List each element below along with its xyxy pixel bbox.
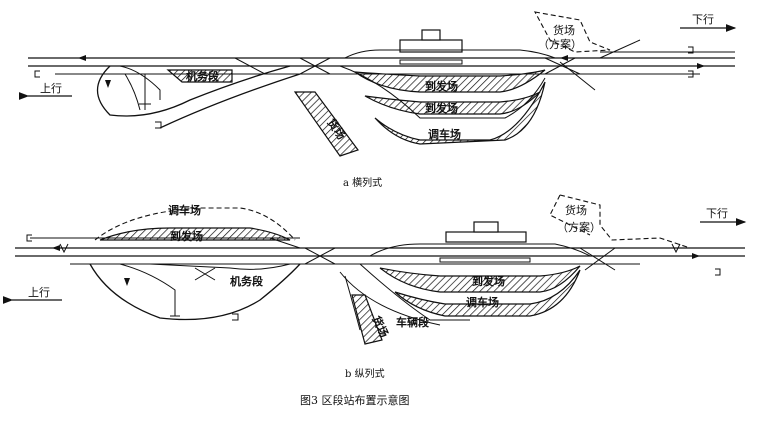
freight-yard-plan-a — [533, 11, 611, 53]
caption-a: a 横列式 — [343, 176, 382, 189]
label-freight-plan-a: 货场 — [553, 23, 575, 37]
freight-yard-plan-b — [549, 194, 691, 249]
freight-yard-a — [293, 91, 359, 157]
label-arrival-1-a: 到发场 — [425, 79, 458, 93]
label-marshalling-planned-b: 调车场 — [168, 203, 201, 217]
crossovers-a — [234, 39, 641, 91]
label-up-a: 上行 — [40, 82, 62, 95]
main-tracks-b — [15, 234, 745, 276]
figure-caption: 图3 区段站布置示意图 — [300, 393, 410, 407]
caption-b: b 纵列式 — [345, 367, 385, 380]
label-car-depot-b: 车辆段 — [396, 315, 429, 329]
label-depot-a: 机务段 — [186, 69, 219, 83]
label-plan-note-a: （方案） — [538, 37, 582, 51]
label-depot-b: 机务段 — [230, 274, 263, 288]
diagram-b: 上行 下行 调车场 到发场 机务段 到发场 调车场 货场 车辆段 货场 （方案）… — [2, 194, 747, 380]
arrival-yard-left-b — [99, 227, 291, 241]
label-arrival-2-a: 到发场 — [425, 101, 458, 115]
depot-a — [119, 65, 260, 111]
label-arrival-right-b: 到发场 — [472, 274, 505, 288]
diagram-a: 上行 下行 机务段 到发场 到发场 调车场 货场 货场 （方案） a 横列式 — [18, 11, 737, 189]
depot-b — [89, 263, 301, 321]
label-up-b: 上行 — [28, 286, 50, 299]
label-down-a: 下行 — [692, 13, 714, 26]
label-marshalling-b: 调车场 — [466, 295, 499, 309]
yards-a — [339, 65, 546, 145]
marshalling-planned-b — [94, 207, 296, 241]
label-plan-note-b: （方案） — [557, 220, 601, 234]
station-building-a — [399, 29, 463, 65]
label-freight-plan-b: 货场 — [565, 203, 587, 217]
label-marshalling-a: 调车场 — [428, 127, 461, 141]
crossovers-b — [269, 237, 616, 271]
station-building-b — [439, 221, 531, 263]
main-tracks-a — [28, 46, 735, 78]
yards-b — [339, 263, 581, 326]
label-down-b: 下行 — [706, 207, 728, 220]
label-arrival-left-b: 到发场 — [170, 229, 203, 243]
freight-yard-b — [351, 294, 383, 345]
